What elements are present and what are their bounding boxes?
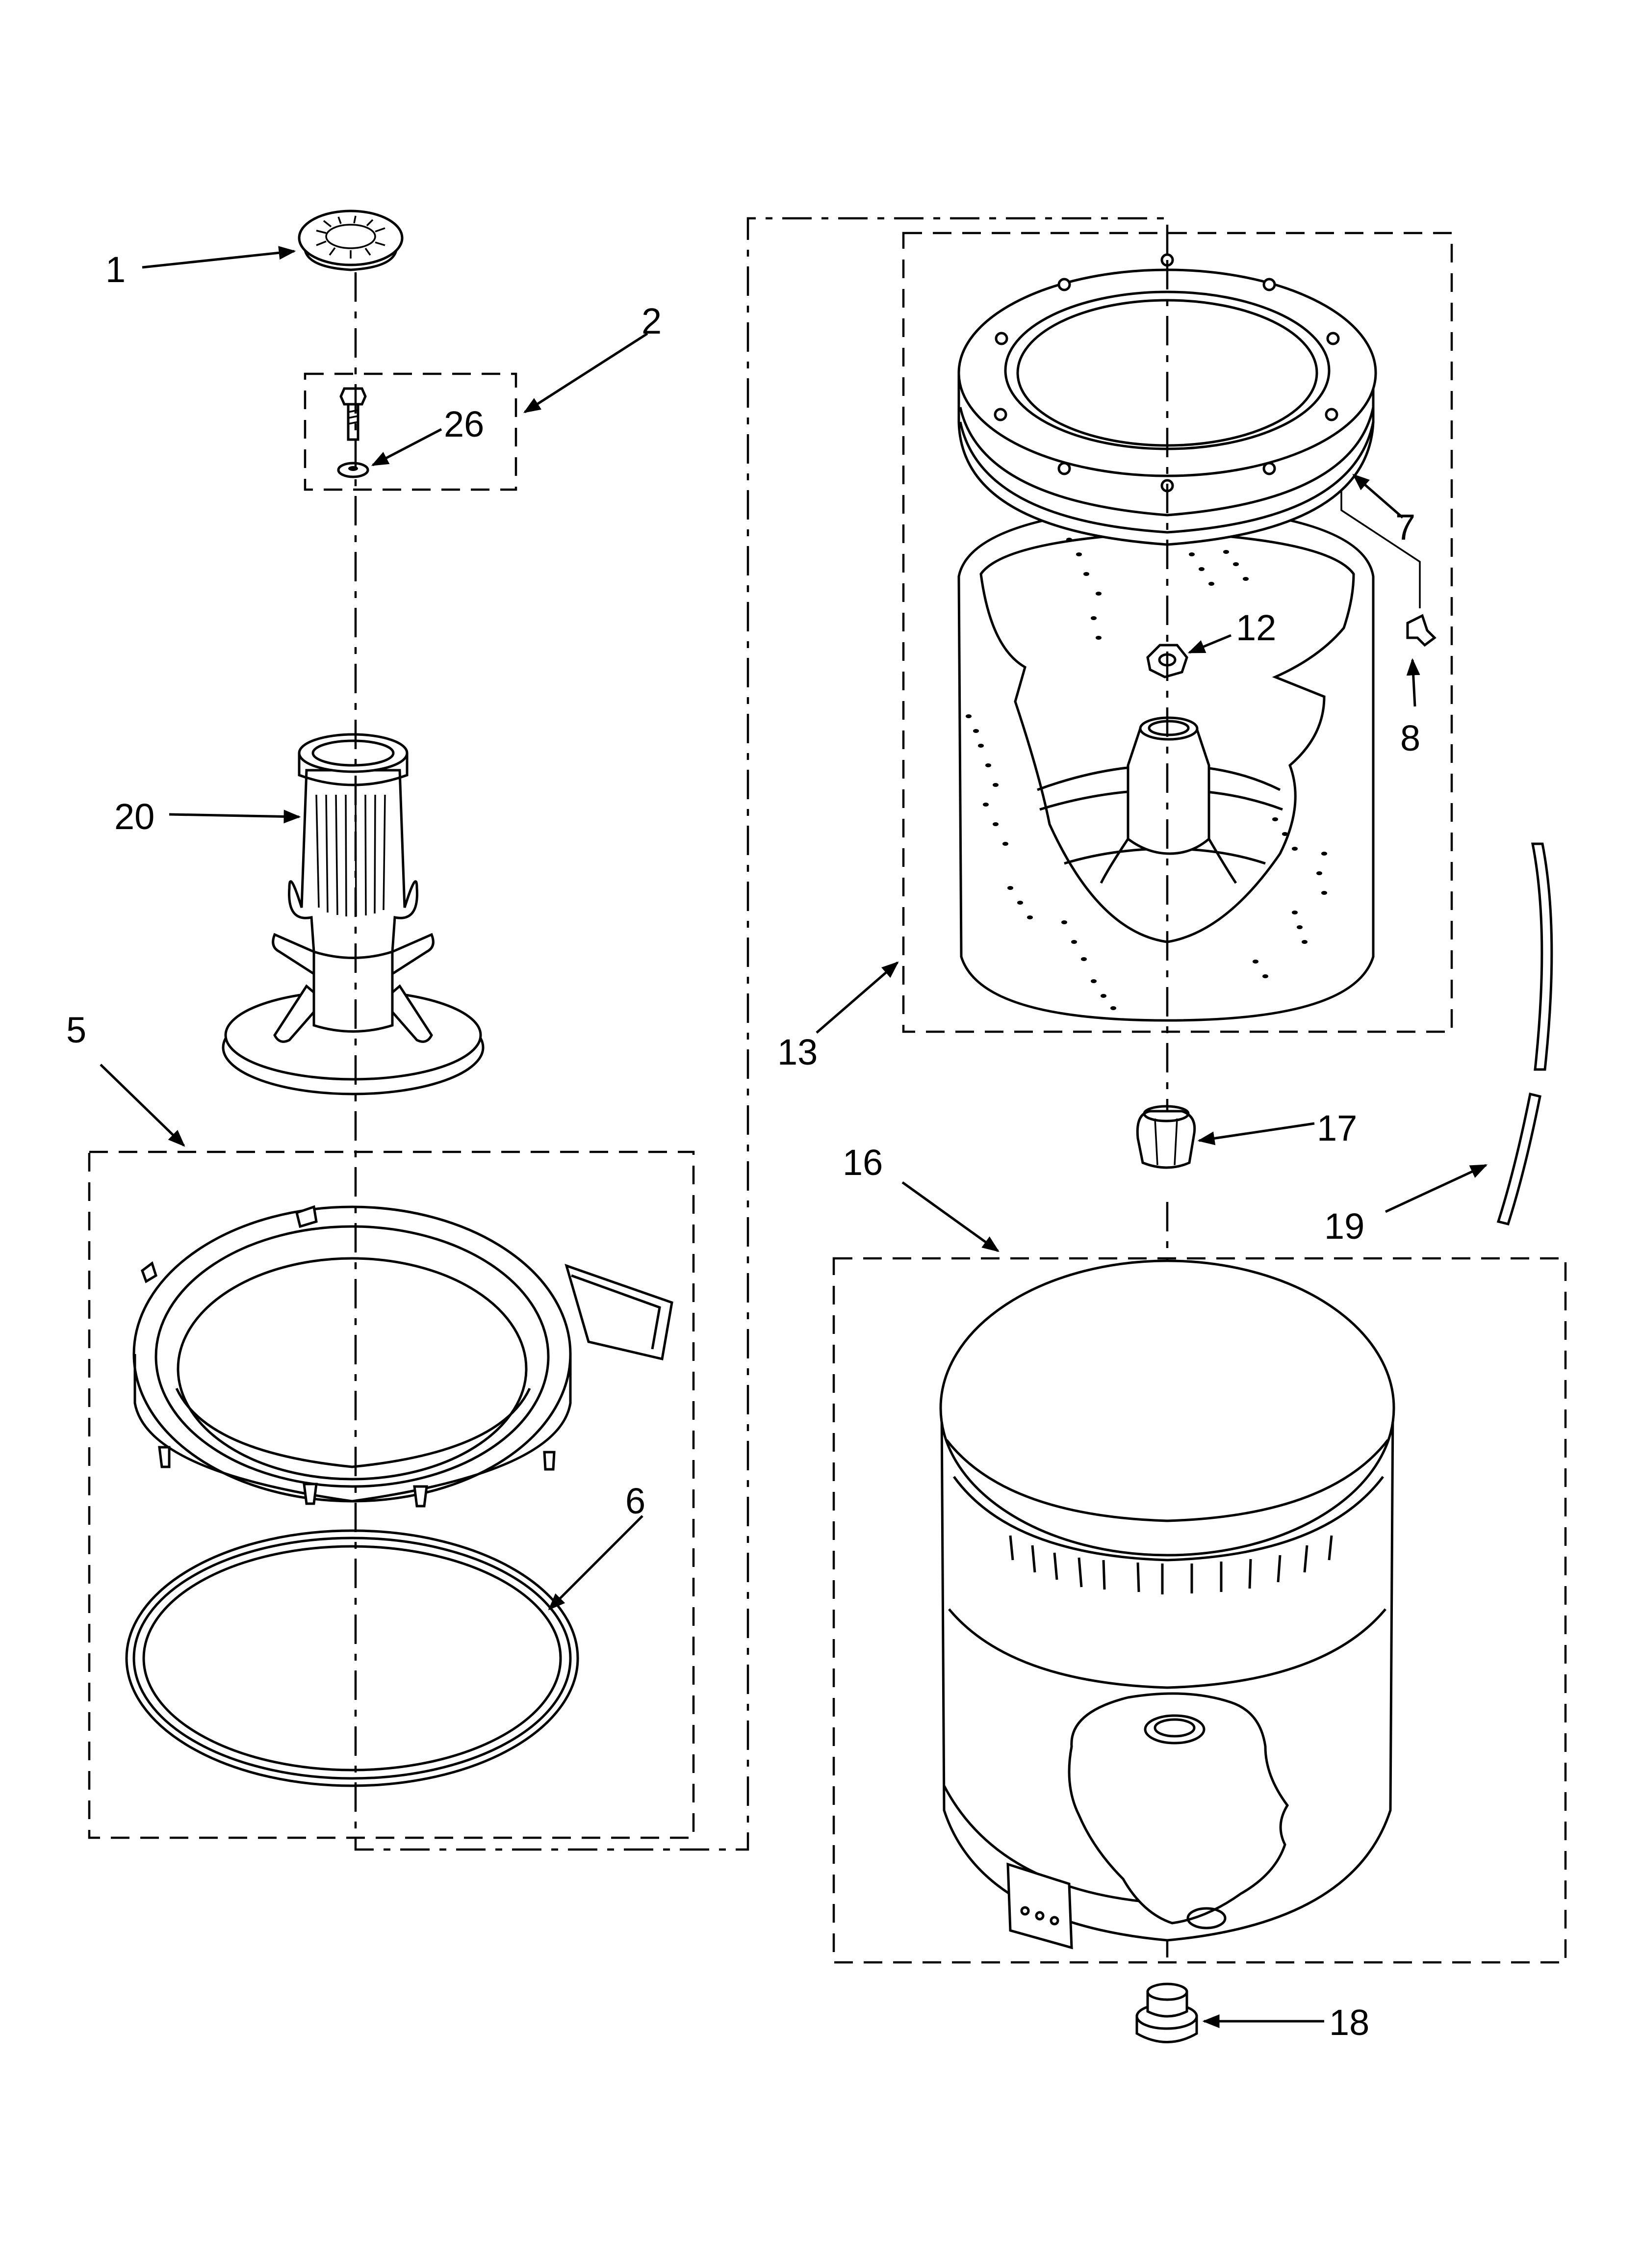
- callout-26: 26: [444, 404, 484, 444]
- left-centerline: [354, 217, 1169, 1851]
- callout-5: 5: [66, 1010, 86, 1050]
- part-2-bolt-kit-group-box: [304, 372, 517, 491]
- callout-6: 6: [625, 1481, 645, 1521]
- part-17-part: [1136, 1105, 1196, 1169]
- part-13-group-box: [902, 232, 1453, 1033]
- part-18-part: [1135, 1982, 1198, 2043]
- part-13-basket: [957, 504, 1375, 1022]
- callout-12: 12: [1236, 607, 1276, 648]
- callout-18: 18: [1329, 2002, 1369, 2043]
- leader-lines: [100, 246, 1488, 2028]
- callout-2: 2: [641, 301, 662, 341]
- part-16-tub: [939, 1259, 1395, 1950]
- part-20-agitator: [222, 733, 485, 1095]
- part-5-ring-assembly: [132, 1205, 673, 1508]
- part-26-bolt: [339, 387, 367, 441]
- part-26-washer: [337, 462, 369, 478]
- part-1-agitator-cap: [298, 209, 404, 271]
- part-16-group-box: [832, 1257, 1567, 1964]
- callout-16: 16: [843, 1142, 883, 1183]
- part-6-ring: [125, 1529, 579, 1787]
- callout-7: 7: [1395, 507, 1415, 547]
- part-19-hose: [1496, 842, 1553, 1225]
- part-5-group-box: [88, 1150, 695, 1839]
- callout-8: 8: [1400, 718, 1420, 758]
- callout-19: 19: [1324, 1206, 1364, 1247]
- callout-17: 17: [1317, 1108, 1357, 1148]
- part-8-clip: [1340, 491, 1437, 647]
- callout-20: 20: [114, 796, 154, 837]
- callout-1: 1: [105, 249, 126, 290]
- callout-13: 13: [777, 1032, 818, 1072]
- part-7-balance-ring: [957, 253, 1377, 546]
